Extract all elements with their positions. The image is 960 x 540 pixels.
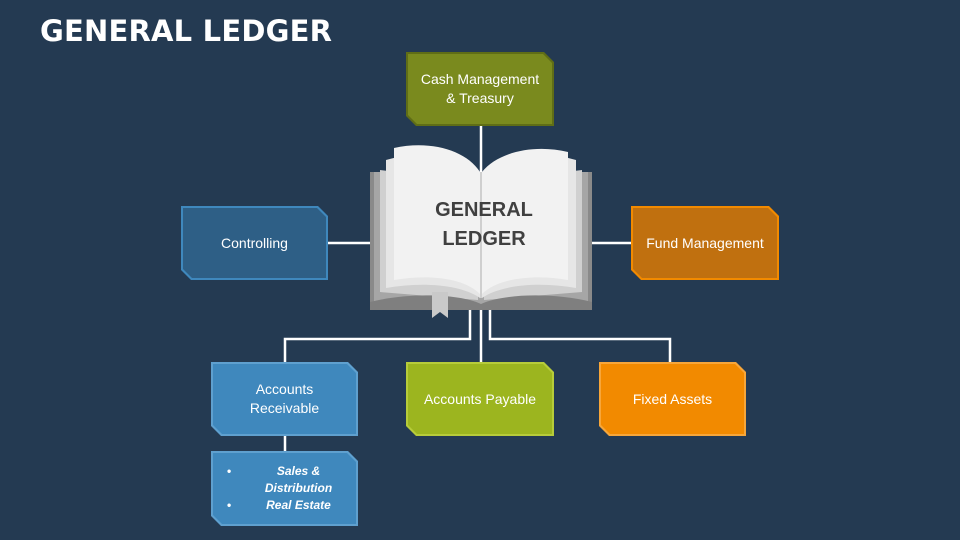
accounts-receivable-node: Accounts Receivable bbox=[211, 362, 358, 436]
accounts-receivable-label: Accounts Receivable bbox=[249, 381, 320, 416]
page-title: GENERAL LEDGER bbox=[40, 14, 333, 48]
fixed-assets-node: Fixed Assets bbox=[599, 362, 746, 436]
controlling-label: Controlling bbox=[221, 234, 288, 251]
detail-item: Real Estate bbox=[227, 497, 348, 514]
cash-management-node: Cash Management & Treasury bbox=[406, 52, 554, 126]
controlling-node: Controlling bbox=[181, 206, 328, 280]
fixed-assets-label: Fixed Assets bbox=[632, 390, 713, 407]
open-book-icon bbox=[370, 145, 592, 318]
accounts-payable-label: Accounts Payable bbox=[423, 390, 537, 407]
center-label: GENERAL LEDGER bbox=[370, 196, 598, 254]
detail-item: Sales & Distribution bbox=[227, 463, 348, 497]
center-label-line2: LEDGER bbox=[442, 228, 526, 250]
fund-management-label: Fund Management bbox=[646, 234, 764, 251]
cash-management-label: Cash Management & Treasury bbox=[420, 71, 540, 106]
accounts-payable-node: Accounts Payable bbox=[406, 362, 554, 436]
center-label-line1: GENERAL bbox=[435, 199, 533, 221]
fund-management-node: Fund Management bbox=[631, 206, 779, 280]
receivable-details-box: Sales & Distribution Real Estate bbox=[211, 451, 358, 526]
receivable-details-list: Sales & Distribution Real Estate bbox=[227, 463, 348, 514]
